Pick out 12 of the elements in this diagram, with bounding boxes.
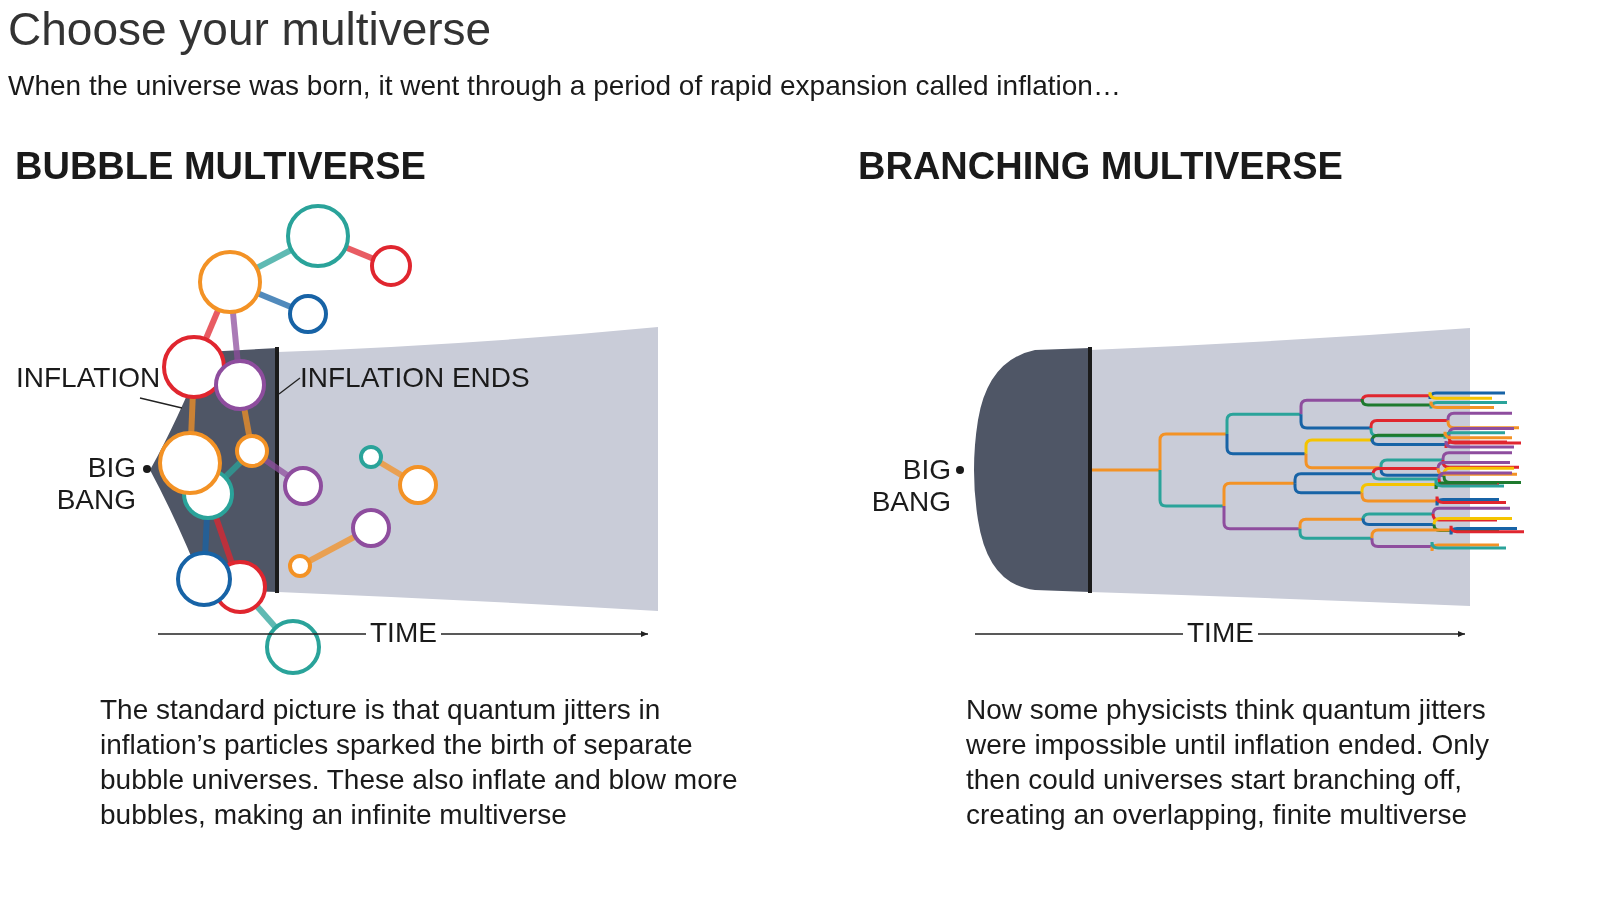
section-heading: BUBBLE MULTIVERSE: [15, 145, 426, 188]
annotation-text: INFLATION ENDS: [300, 362, 530, 394]
description-paragraph: Now some physicists think quantum jitters were impossible until inflation ended. Only then could universes start branching off, creating an overlapping, finite multiverse: [966, 693, 1490, 832]
leader-line: [139, 397, 183, 409]
subtitle: When the universe was born, it went through a period of rapid expansion called inflation…: [8, 70, 1121, 102]
annotation-text: BIG BANG: [870, 454, 951, 518]
section-heading: BRANCHING MULTIVERSE: [858, 145, 1343, 188]
leader-line: [278, 377, 301, 395]
annotation-text: INFLATION: [16, 362, 161, 394]
title: Choose your multiverse: [8, 2, 492, 56]
description-paragraph: The standard picture is that quantum jitters in inflation’s particles sparked the birth of separate bubble universes. These also inflate and blow more bubbles, making an infinite multiverse: [100, 693, 739, 832]
annotation-text: BIG BANG: [55, 452, 136, 516]
